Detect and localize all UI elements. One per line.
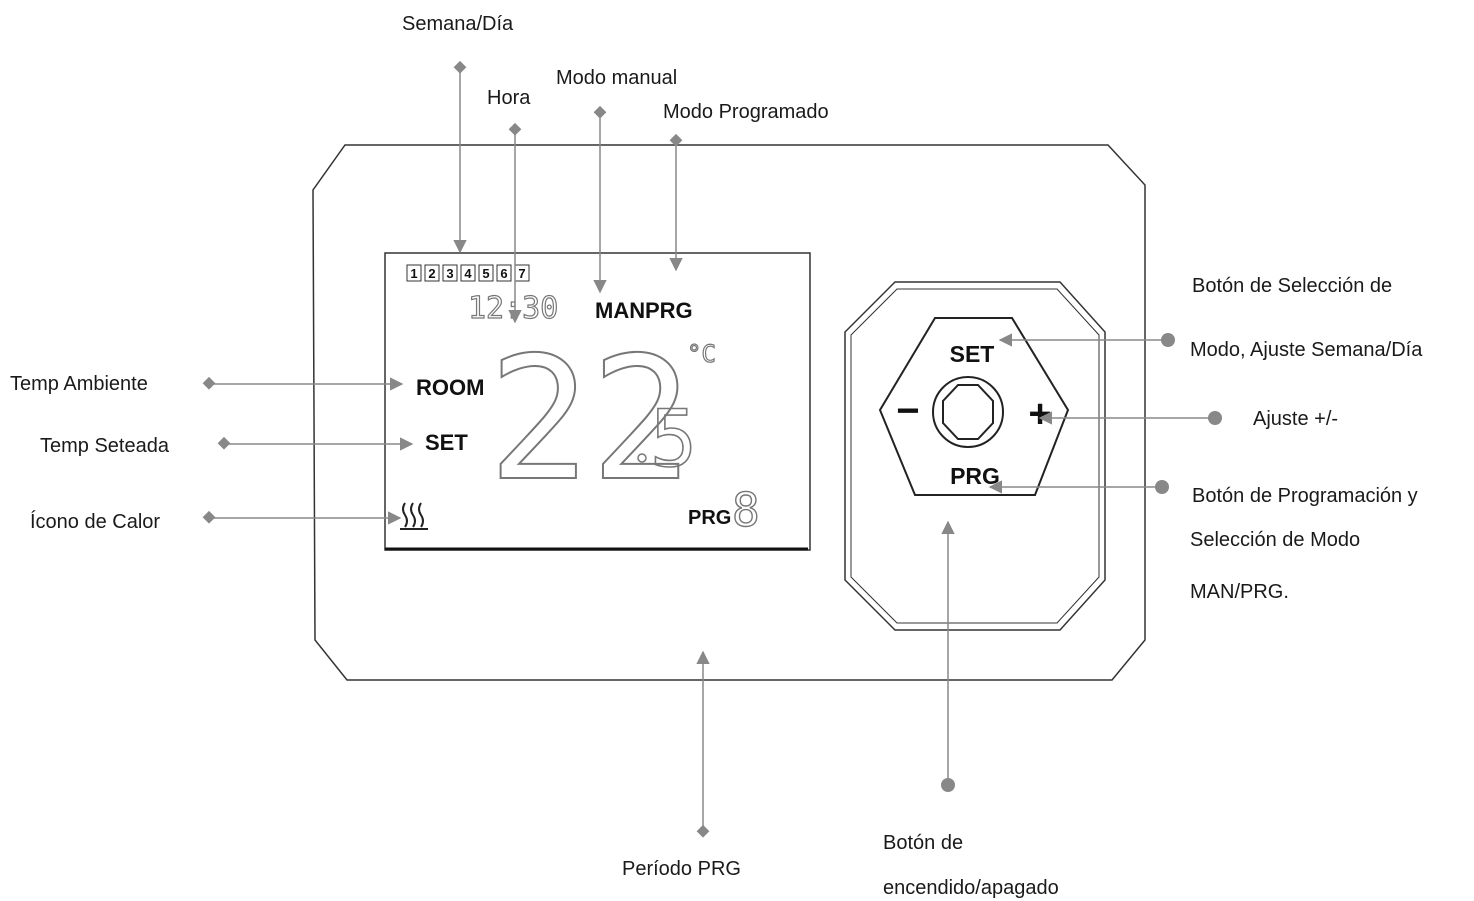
callout-lines [202, 60, 1222, 838]
heat-icon [400, 502, 428, 530]
room-label: ROOM [416, 375, 484, 400]
label-programmed-mode: Modo Programado [663, 101, 829, 123]
set-button[interactable]: SET [950, 341, 995, 367]
keypad-outer-ring [844, 281, 1106, 631]
day-1: 1 [410, 266, 417, 281]
label-hour: Hora [487, 87, 531, 109]
label-prog-button-1: Botón de Programación y [1192, 485, 1418, 507]
decimal-point [637, 453, 647, 463]
label-manual-mode: Modo manual [556, 67, 678, 89]
label-prog-button-2: Selección de Modo [1190, 529, 1361, 551]
day-7: 7 [518, 266, 525, 281]
thermostat-body [312, 144, 1146, 681]
day-3: 3 [446, 266, 453, 281]
day-2: 2 [428, 266, 435, 281]
day-5: 5 [482, 266, 489, 281]
day-4: 4 [464, 266, 472, 281]
keypad: SET PRG − + [844, 281, 1106, 631]
label-heat-icon: Ícono de Calor [30, 511, 161, 533]
temperature-value: 22 [488, 321, 693, 519]
label-mode-select-2: Modo, Ajuste Semana/Día [1190, 339, 1423, 361]
label-set-temp: Temp Seteada [40, 435, 169, 457]
lcd-screen: 1 2 3 4 5 6 7 12:30 MAN PRG ROOM SET 22 … [384, 252, 811, 551]
label-prg-period: Período PRG [622, 858, 741, 880]
temperature-decimal: 5 [650, 395, 697, 485]
label-room-temp: Temp Ambiente [10, 373, 148, 395]
minus-button[interactable]: − [896, 389, 919, 433]
period-digit: 8 [732, 483, 760, 537]
label-power-button-2: encendido/apagado [883, 877, 1059, 899]
label-mode-select-1: Botón de Selección de [1192, 275, 1393, 297]
prg-button[interactable]: PRG [950, 463, 1000, 489]
power-button[interactable] [932, 376, 1004, 448]
day-6: 6 [500, 266, 507, 281]
prg-indicator: PRG [645, 298, 693, 323]
plus-button[interactable]: + [1028, 392, 1051, 436]
day-indicators: 1 2 3 4 5 6 7 [406, 264, 530, 282]
keypad-inner-octagon [878, 317, 1070, 496]
label-prog-button-3: MAN/PRG. [1190, 581, 1289, 603]
period-prg-label: PRG [688, 507, 731, 529]
label-week-day: Semana/Día [402, 13, 514, 35]
set-label: SET [425, 430, 468, 455]
label-power-button-1: Botón de [883, 832, 964, 854]
label-adjust: Ajuste +/- [1253, 408, 1339, 430]
man-indicator: MAN [595, 298, 645, 323]
celsius-unit: °C [687, 340, 716, 368]
